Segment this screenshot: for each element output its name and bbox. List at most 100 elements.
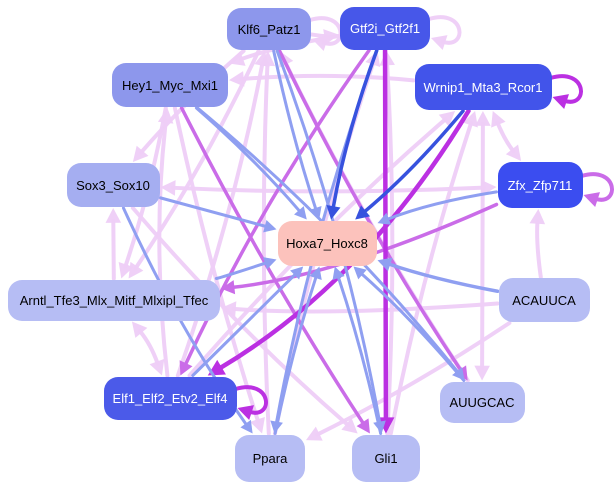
- node-label: Elf1_Elf2_Etv2_Elf4: [112, 390, 228, 406]
- edge-arrowhead: [373, 420, 386, 434]
- node-gtf2i[interactable]: Gtf2i_Gtf2f1: [340, 6, 430, 50]
- edge-arrowhead: [263, 219, 277, 233]
- node-sox3[interactable]: Sox3_Sox10: [66, 163, 160, 207]
- node-hub[interactable]: Hoxa7_Hoxc8: [277, 220, 377, 266]
- edge-arrowhead: [105, 208, 122, 223]
- edge-arrowhead: [157, 108, 174, 124]
- edge: [495, 120, 516, 154]
- edge-arrowhead: [160, 180, 176, 196]
- edge-arrowhead: [149, 358, 165, 376]
- edge-arrowhead: [240, 419, 253, 434]
- edge-arrowhead: [250, 417, 265, 434]
- edge-arrowhead: [355, 205, 371, 220]
- node-wrnip1[interactable]: Wrnip1_Mta3_Rcor1: [414, 64, 552, 110]
- edge: [172, 106, 261, 424]
- edge: [548, 74, 583, 104]
- edge: [179, 106, 366, 426]
- edge-arrowhead: [452, 367, 465, 381]
- edge: [214, 261, 269, 280]
- edge: [362, 109, 465, 214]
- edge: [233, 385, 268, 415]
- edge: [273, 274, 318, 435]
- edge-arrowhead: [221, 280, 236, 295]
- edge: [336, 274, 383, 435]
- edge: [315, 321, 512, 437]
- edge-arrowhead: [491, 111, 506, 128]
- edge-arrowhead: [270, 420, 283, 434]
- edge: [175, 61, 265, 378]
- edge-arrowhead: [431, 35, 448, 50]
- node-label: Gli1: [374, 450, 398, 466]
- edge: [308, 16, 343, 46]
- edge-arrowhead: [332, 266, 345, 281]
- edge: [480, 121, 485, 370]
- edge-arrowhead: [294, 206, 307, 220]
- edge-arrowhead: [263, 257, 277, 270]
- node-label: Klf6_Patz1: [237, 21, 301, 37]
- edge: [385, 190, 498, 221]
- edge: [579, 172, 614, 202]
- edge-arrowhead: [529, 209, 546, 225]
- edge-arrowhead: [132, 145, 149, 162]
- edge-arrowhead: [326, 205, 341, 220]
- node-label: Wrnip1_Mta3_Rcor1: [423, 79, 543, 95]
- edge-arrowhead: [583, 192, 600, 207]
- edge: [535, 219, 543, 279]
- edge-arrowhead: [221, 301, 237, 317]
- node-label: Arntl_Tfe3_Mlx_Mitf_Mlxipl_Tfec: [19, 292, 209, 308]
- edge-arrowhead: [118, 261, 134, 279]
- edge-arrowhead: [306, 426, 323, 441]
- edge: [272, 49, 318, 212]
- edge-arrowhead: [353, 266, 367, 280]
- edge: [261, 61, 271, 436]
- edge-arrowhead: [229, 71, 245, 87]
- edge: [111, 218, 116, 281]
- edge: [137, 329, 160, 366]
- edge: [157, 118, 170, 378]
- edge: [171, 185, 486, 194]
- node-label: AUUGCAC: [449, 394, 515, 410]
- edge-arrowhead: [505, 144, 522, 161]
- edge: [159, 196, 269, 229]
- edge-arrowhead: [481, 179, 497, 196]
- edge-arrowhead: [356, 418, 370, 434]
- node-gli1[interactable]: Gli1: [352, 434, 420, 482]
- node-ppara[interactable]: Ppara: [235, 434, 305, 482]
- edge-arrowhead: [290, 266, 304, 280]
- node-label: Sox3_Sox10: [76, 177, 150, 193]
- edge-arrowhead: [463, 111, 478, 128]
- node-acauuca[interactable]: ACAUUCA: [498, 278, 590, 322]
- node-label: ACAUUCA: [512, 292, 576, 308]
- node-klf6[interactable]: Klf6_Patz1: [227, 8, 311, 50]
- edge-arrowhead: [128, 261, 144, 279]
- edge-arrowhead: [377, 257, 393, 272]
- node-auugcac[interactable]: AUUGCAC: [439, 381, 525, 423]
- node-elf1[interactable]: Elf1_Elf2_Etv2_Elf4: [103, 376, 237, 420]
- node-label: Ppara: [252, 450, 288, 466]
- edge: [382, 48, 389, 423]
- edge-arrowhead: [179, 360, 193, 376]
- edge: [427, 15, 462, 45]
- edge: [133, 49, 261, 271]
- node-zfx[interactable]: Zfx_Zfp711: [497, 162, 583, 208]
- node-label: Hoxa7_Hoxc8: [286, 235, 368, 251]
- node-label: Gtf2i_Gtf2f1: [349, 20, 421, 36]
- edge-arrowhead: [552, 94, 569, 109]
- edge-arrowhead: [474, 365, 490, 381]
- node-hey1[interactable]: Hey1_Myc_Mxi1: [112, 63, 228, 107]
- edge-arrowhead: [237, 405, 254, 420]
- edge-arrowhead: [438, 111, 456, 127]
- edge: [239, 73, 416, 83]
- edge-arrowhead: [475, 111, 491, 126]
- edge: [231, 301, 500, 314]
- edge-arrowhead: [259, 51, 276, 67]
- node-label: Hey1_Myc_Mxi1: [121, 77, 219, 93]
- edge-arrowhead: [377, 212, 392, 225]
- edge: [183, 48, 371, 367]
- edge-arrowhead: [341, 417, 358, 434]
- edge: [331, 48, 379, 210]
- edge-arrowhead: [309, 266, 322, 280]
- edge: [386, 262, 500, 294]
- node-arntl[interactable]: Arntl_Tfe3_Mlx_Mitf_Mlxipl_Tfec: [8, 279, 220, 321]
